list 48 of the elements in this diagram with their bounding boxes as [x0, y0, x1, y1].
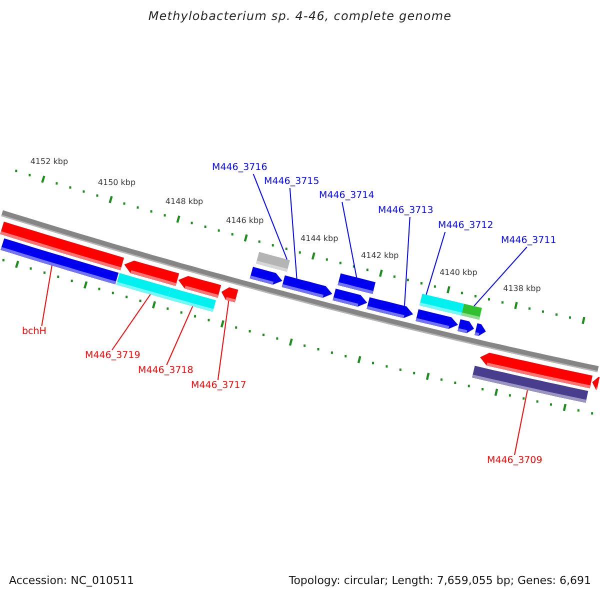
feature-bar [168, 288, 216, 312]
leader-line [289, 188, 298, 279]
leader-line [474, 246, 528, 307]
gene-label: M446_3714 [319, 190, 374, 202]
gene-block [282, 275, 332, 298]
gene-block [458, 319, 474, 334]
gene-block [592, 376, 600, 390]
leader-line [252, 174, 288, 260]
gene-block [366, 297, 414, 318]
gene-label: bchH [22, 326, 46, 338]
gene-label: M446_3717 [191, 380, 246, 392]
feature-bar [0, 238, 119, 284]
gene-label: M446_3709 [487, 455, 542, 467]
feature-bar [461, 304, 482, 320]
tick-label: 4152 kbp [30, 157, 68, 168]
gene-label: M446_3716 [212, 162, 268, 174]
tick-label: 4146 kbp [226, 216, 264, 226]
gene-label: M446_3713 [378, 205, 434, 217]
title: Methylobacterium sp. 4-46, complete genome [148, 8, 452, 24]
tick-label: 4148 kbp [165, 197, 204, 208]
leader-line [342, 202, 358, 278]
leader-line [217, 300, 230, 380]
feature-bar [116, 273, 171, 300]
feature-bar [338, 273, 376, 294]
leader-line [41, 265, 52, 326]
gene-block [474, 323, 486, 336]
feature-bar [256, 252, 290, 272]
gene-label: M446_3718 [138, 365, 194, 377]
tick-label: 4150 kbp [98, 178, 136, 188]
gene-label: M446_3719 [85, 350, 140, 362]
tick-label: 4140 kbp [440, 268, 478, 278]
gene-label: M446_3711 [501, 235, 556, 247]
tick-label: 4142 kbp [361, 251, 399, 262]
feature-bar [472, 366, 588, 403]
leader-line [514, 390, 528, 456]
gene-label: M446_3715 [264, 176, 320, 188]
tick-label: 4138 kbp [503, 284, 541, 294]
leader-line [426, 232, 446, 296]
gene-label: M446_3712 [438, 220, 494, 232]
leader-line [112, 294, 151, 350]
accession-text: Accession: NC_010511 [9, 574, 134, 588]
genome-summary-text: Topology: circular; Length: 7,659,055 bp; Genes: 6,691 [288, 574, 591, 588]
leader-line [166, 306, 194, 366]
gene-block [221, 287, 238, 302]
gene-block [332, 288, 368, 307]
gene-block [250, 266, 282, 285]
leader-line [404, 216, 410, 306]
tick-label: 4144 kbp [300, 234, 338, 244]
